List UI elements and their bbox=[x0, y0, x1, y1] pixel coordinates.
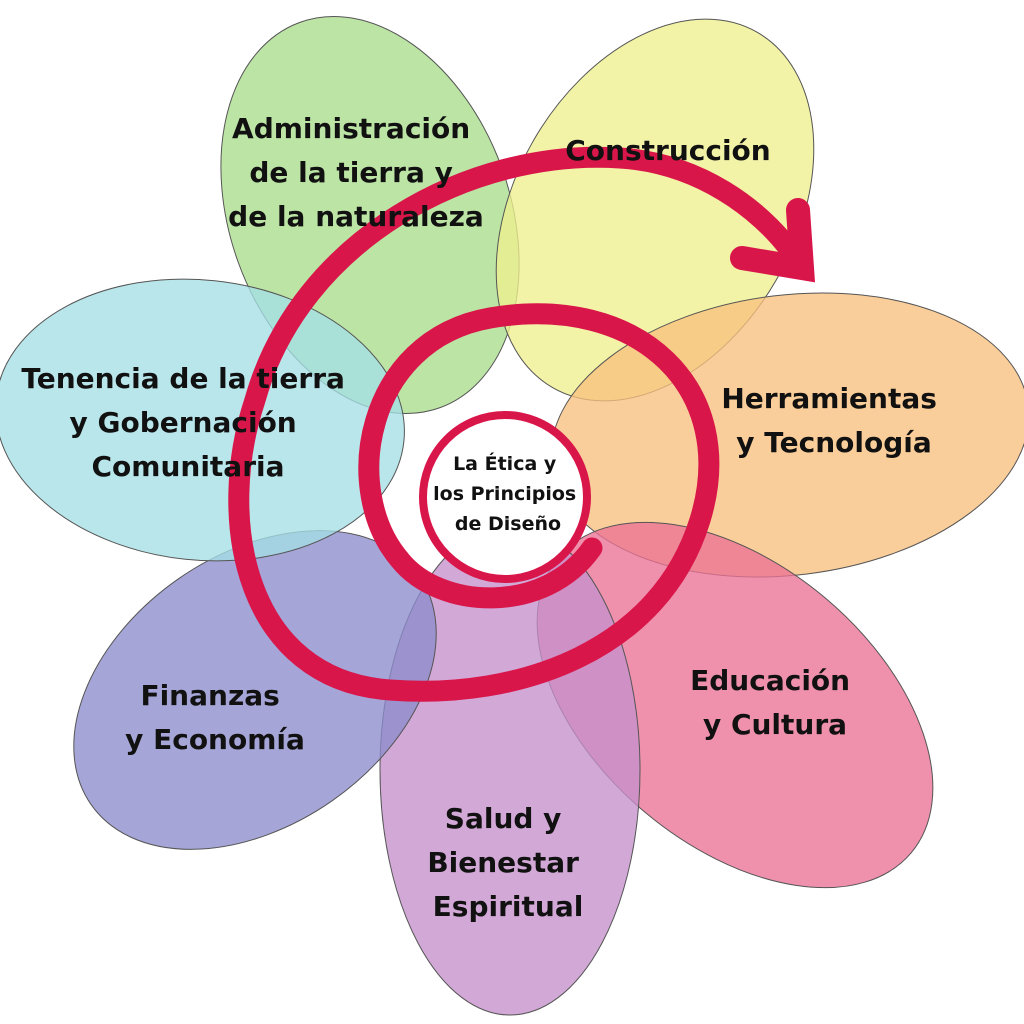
label-line: Tenencia de la tierra bbox=[21, 362, 345, 395]
spiral-arrowhead bbox=[730, 198, 816, 283]
center-circle bbox=[419, 411, 591, 583]
label-line: de la tierra y bbox=[249, 156, 453, 189]
center-label: La Ética y los Principios de Diseño bbox=[433, 452, 583, 535]
label-land-stewardship: Administración de la tierra y de la natu… bbox=[228, 112, 484, 233]
label-line: Herramientas bbox=[721, 382, 937, 415]
label-line: y Economía bbox=[125, 723, 305, 756]
label-line: Construcción bbox=[565, 134, 770, 167]
label-line: de la naturaleza bbox=[228, 200, 484, 233]
petal-land-tenure bbox=[0, 278, 405, 562]
center-line: La Ética y bbox=[453, 452, 557, 475]
petal-labels: Administración de la tierra y de la natu… bbox=[21, 112, 946, 923]
label-line: Administración bbox=[232, 112, 470, 145]
center-line: los Principios bbox=[433, 483, 576, 505]
center: La Ética y los Principios de Diseño bbox=[419, 411, 591, 583]
label-line: Espiritual bbox=[433, 890, 584, 923]
label-line: y Gobernación bbox=[69, 406, 296, 439]
label-tools-technology: Herramientas y Tecnología bbox=[721, 382, 946, 459]
spiral bbox=[228, 146, 816, 702]
label-line: Comunitaria bbox=[91, 450, 284, 483]
label-health-wellbeing: Salud y Bienestar Espiritual bbox=[427, 802, 588, 923]
label-line: Finanzas bbox=[140, 679, 279, 712]
label-finance-economy: Finanzas y Economía bbox=[125, 679, 305, 756]
label-line: y Tecnología bbox=[736, 426, 932, 459]
label-line: Salud y bbox=[445, 802, 562, 835]
label-education-culture: Educación y Cultura bbox=[690, 664, 860, 741]
spiral-path bbox=[228, 146, 801, 702]
label-line: y Cultura bbox=[703, 708, 847, 741]
label-construction: Construcción bbox=[565, 134, 770, 167]
label-line: Bienestar bbox=[427, 846, 579, 879]
label-line: Educación bbox=[690, 664, 850, 697]
label-land-tenure: Tenencia de la tierra y Gobernación Comu… bbox=[21, 362, 354, 483]
center-line: de Diseño bbox=[455, 513, 561, 535]
